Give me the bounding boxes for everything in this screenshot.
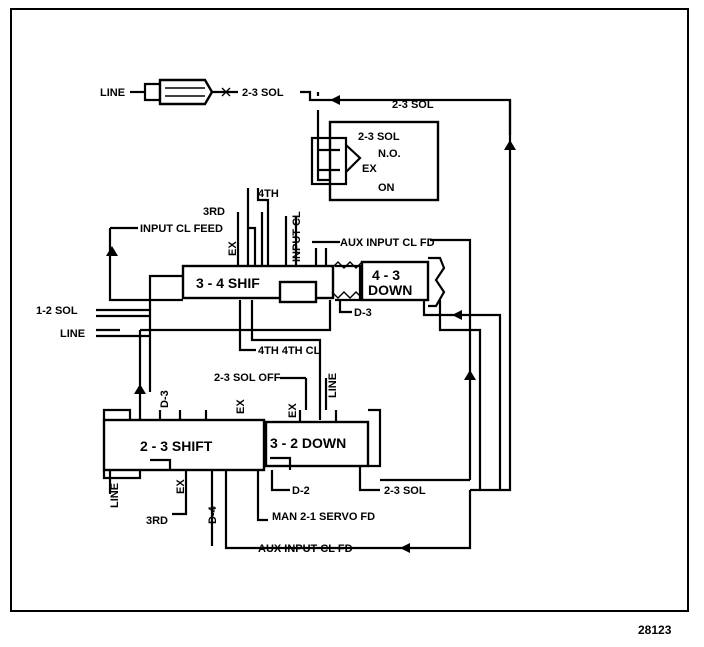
- valve-43-down-body: [331, 256, 446, 308]
- figure-number: 28123: [638, 623, 672, 637]
- label-line-mid: LINE: [60, 328, 85, 340]
- label-input-cl: INPUT CL: [291, 211, 303, 262]
- label-solenoid-name: 2-3 SOL: [358, 131, 400, 143]
- label-d3-vert: D-3: [159, 390, 171, 408]
- label-12-sol: 1-2 SOL: [36, 305, 78, 317]
- label-23-sol-a: 2-3 SOL: [242, 87, 284, 99]
- valve-34-shift-body: [181, 264, 362, 304]
- label-ex-bottom: EX: [175, 479, 187, 494]
- label-4th-cl: 4TH 4TH CL: [258, 345, 321, 357]
- label-valve-23: 2 - 3 SHIFT: [140, 438, 213, 454]
- label-line-bottom: LINE: [109, 483, 121, 508]
- label-solenoid-no: N.O.: [378, 148, 401, 160]
- label-d4: D-4: [207, 505, 219, 524]
- label-valve-43b: DOWN: [368, 282, 412, 298]
- label-23-sol-off: 2-3 SOL OFF: [214, 372, 281, 384]
- label-ex-mid: EX: [235, 399, 247, 414]
- label-23-sol-b: 2-3 SOL: [392, 99, 434, 111]
- label-third-top: 3RD: [203, 206, 225, 218]
- valve-32-down-body: [264, 408, 382, 470]
- label-aux-input-cl-fd: AUX INPUT CL FD: [340, 237, 435, 249]
- diagram-frame: [10, 8, 689, 612]
- label-23-sol-bottom: 2-3 SOL: [384, 485, 426, 497]
- label-valve-32: 3 - 2 DOWN: [270, 435, 346, 451]
- label-d3-right: D-3: [354, 307, 372, 319]
- label-solenoid-on: ON: [378, 182, 395, 194]
- label-valve-43a: 4 - 3: [372, 267, 400, 283]
- label-man-21: MAN 2-1 SERVO FD: [272, 511, 375, 523]
- label-line-top: LINE: [100, 87, 125, 99]
- label-line-vert: LINE: [327, 373, 339, 398]
- label-solenoid-ex: EX: [362, 163, 377, 175]
- label-fourth: 4TH: [258, 188, 279, 200]
- label-d2: D-2: [292, 485, 310, 497]
- filter-symbol: [130, 78, 238, 106]
- solenoid-23: [310, 110, 440, 202]
- label-ex-vert2: EX: [287, 403, 299, 418]
- label-valve-34: 3 - 4 SHIF: [196, 275, 260, 291]
- label-aux-input-bottom: AUX INPUT CL FD: [258, 543, 353, 555]
- valve-23-shift-body: [102, 408, 266, 480]
- label-ex-left: EX: [227, 241, 239, 256]
- label-input-cl-feed: INPUT CL FEED: [140, 223, 223, 235]
- label-third-bottom: 3RD: [146, 515, 168, 527]
